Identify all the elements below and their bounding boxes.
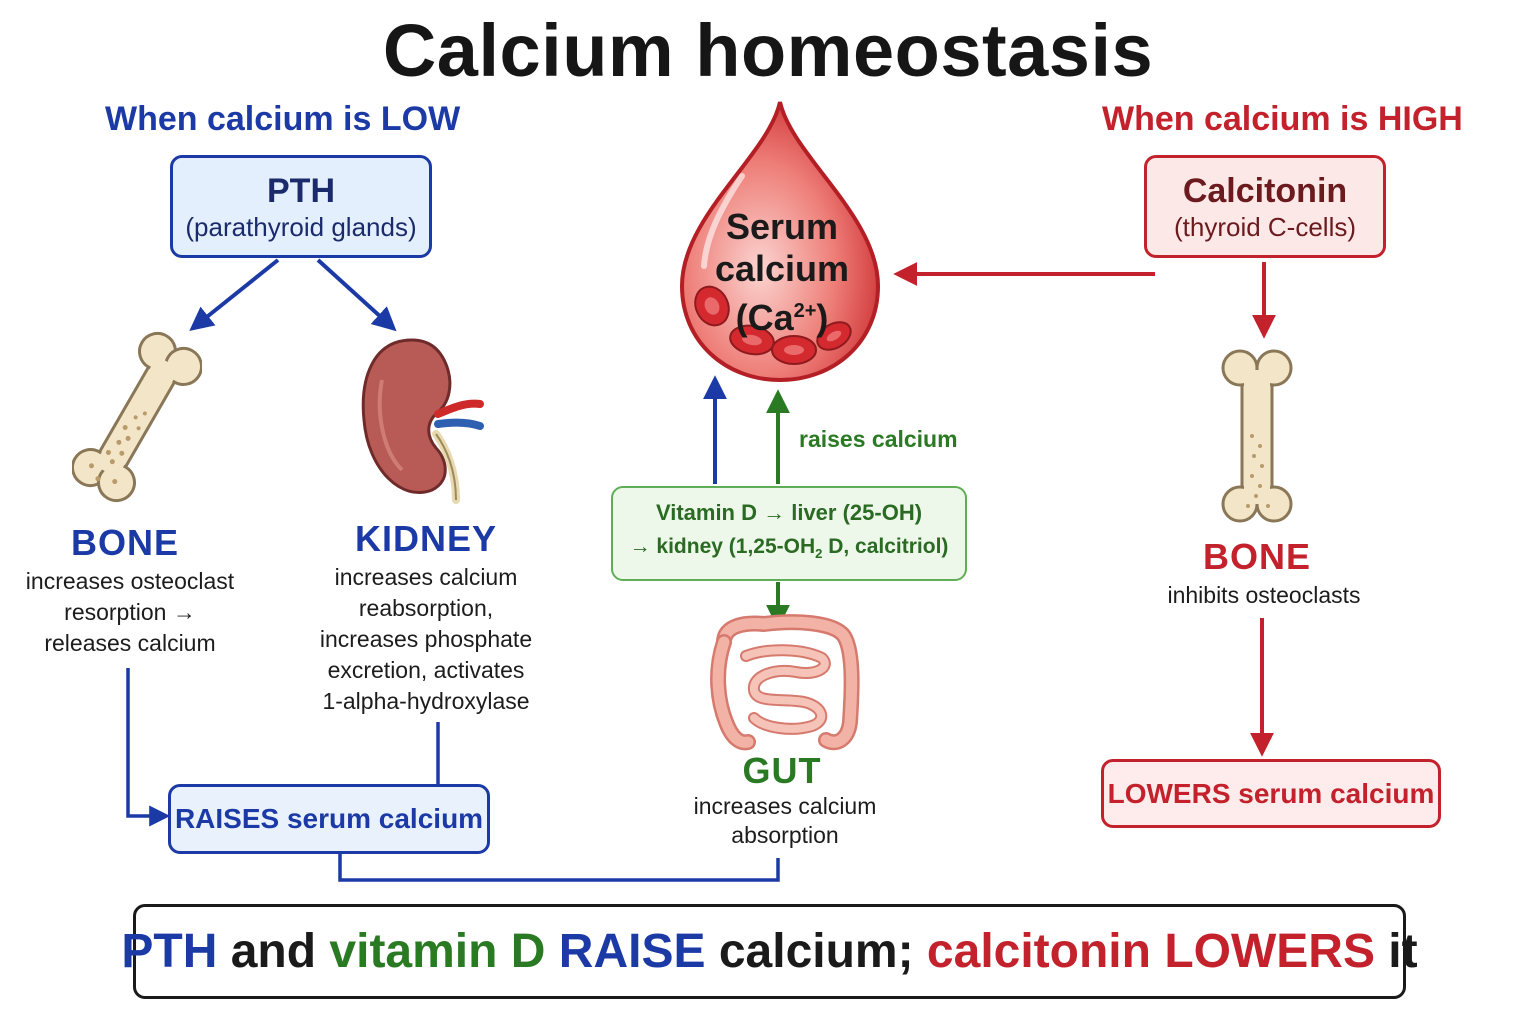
low-bone-label: BONE: [70, 522, 179, 563]
summary-text: it: [1374, 925, 1418, 978]
kidney-label: KIDNEY: [354, 518, 498, 559]
high-bone-label: BONE: [1202, 536, 1311, 577]
vd-line2-suffix: D, calcitriol): [822, 534, 949, 558]
desc-line: increases osteoclast: [25, 568, 235, 594]
pth-to-bone-arrow: [189, 258, 280, 331]
drop-line-1: Serum: [725, 206, 839, 247]
serum-calcium-label: Serum calcium (Ca2+): [700, 206, 864, 339]
low-calcium-heading: When calcium is LOW: [105, 100, 461, 138]
lowers-rest: serum calcium: [1230, 777, 1435, 809]
raises-bold: RAISES: [174, 803, 280, 834]
summary-calcitonin: calcitonin: [926, 925, 1151, 978]
gut-label: GUT: [742, 750, 822, 791]
gut-description: increases calcium absorption: [662, 792, 908, 850]
calcitonin-box: Calcitonin (thyroid C-cells): [1144, 155, 1386, 258]
vitamin-d-line-2: → kidney (1,25-OH2 D, calcitriol): [630, 530, 949, 571]
desc-line: reabsorption,: [358, 595, 494, 621]
raises-rest: serum calcium: [279, 803, 484, 834]
summary-text: [1151, 924, 1164, 979]
summary-pth: PTH: [121, 925, 218, 978]
high-bone-description: inhibits osteoclasts: [1132, 580, 1396, 611]
summary-text: calcium;: [705, 925, 927, 978]
bone-icon: [1221, 349, 1293, 523]
kidney-description: increases calcium reabsorption, increase…: [298, 562, 554, 717]
bone-to-raises-arrow: [126, 668, 171, 827]
pth-label: PTH: [267, 171, 335, 210]
desc-line: releases calcium: [44, 630, 216, 656]
vd-line2-prefix: → kidney (1,25-OH: [629, 534, 816, 558]
intestine-icon: [710, 614, 860, 751]
summary-text: [545, 924, 558, 979]
ca-suffix: ): [816, 297, 829, 338]
calcitonin-label: Calcitonin: [1182, 171, 1348, 210]
vitamin-d-line-1: Vitamin D → liver (25-OH): [655, 499, 923, 525]
high-calcium-heading: When calcium is HIGH: [1102, 100, 1463, 138]
vd-line2-sub: 2: [815, 546, 823, 562]
lowers-bold: LOWERS: [1107, 777, 1231, 809]
summary-text: and: [217, 925, 330, 978]
desc-line: resorption →: [64, 599, 196, 625]
pth-source: (parathyroid glands): [185, 211, 417, 242]
desc-line: absorption: [731, 822, 839, 848]
lowers-serum-calcium-box: LOWERS serum calcium: [1101, 759, 1441, 828]
desc-line: increases calcium: [693, 793, 877, 819]
ca-prefix: (Ca: [735, 297, 794, 338]
page-title: Calcium homeostasis: [382, 9, 1154, 92]
desc-line: increases calcium: [334, 564, 518, 590]
summary-vitamin-d: vitamin D: [329, 925, 546, 978]
raises-calcium-label: raises calcium: [799, 426, 958, 452]
desc-line: excretion, activates: [327, 657, 525, 683]
bone-icon: [72, 331, 202, 503]
pth-box: PTH (parathyroid glands): [170, 155, 432, 258]
desc-line: 1-alpha-hydroxylase: [322, 688, 530, 714]
desc-line: inhibits osteoclasts: [1167, 582, 1361, 608]
summary-lowers: LOWERS: [1164, 925, 1375, 978]
summary-box: PTH and vitamin D RAISE calcium; calcito…: [121, 904, 1418, 999]
drop-line-3: (Ca2+): [700, 290, 864, 339]
desc-line: increases phosphate: [319, 626, 533, 652]
ca-charge: 2+: [793, 300, 817, 322]
pth-to-kidney-arrow: [316, 258, 397, 332]
raises-to-gut-connector: [338, 852, 780, 882]
calcitonin-source: (thyroid C-cells): [1173, 211, 1357, 242]
blood-drop-icon: [679, 101, 881, 383]
summary-raise: RAISE: [558, 925, 706, 978]
low-bone-description: increases osteoclast resorption → releas…: [5, 566, 255, 659]
drop-line-2: calcium: [714, 248, 850, 289]
kidney-icon: [361, 338, 484, 504]
vitamin-d-box: Vitamin D → liver (25-OH) → kidney (1,25…: [611, 486, 967, 581]
raises-serum-calcium-box: RAISES serum calcium: [168, 784, 490, 854]
